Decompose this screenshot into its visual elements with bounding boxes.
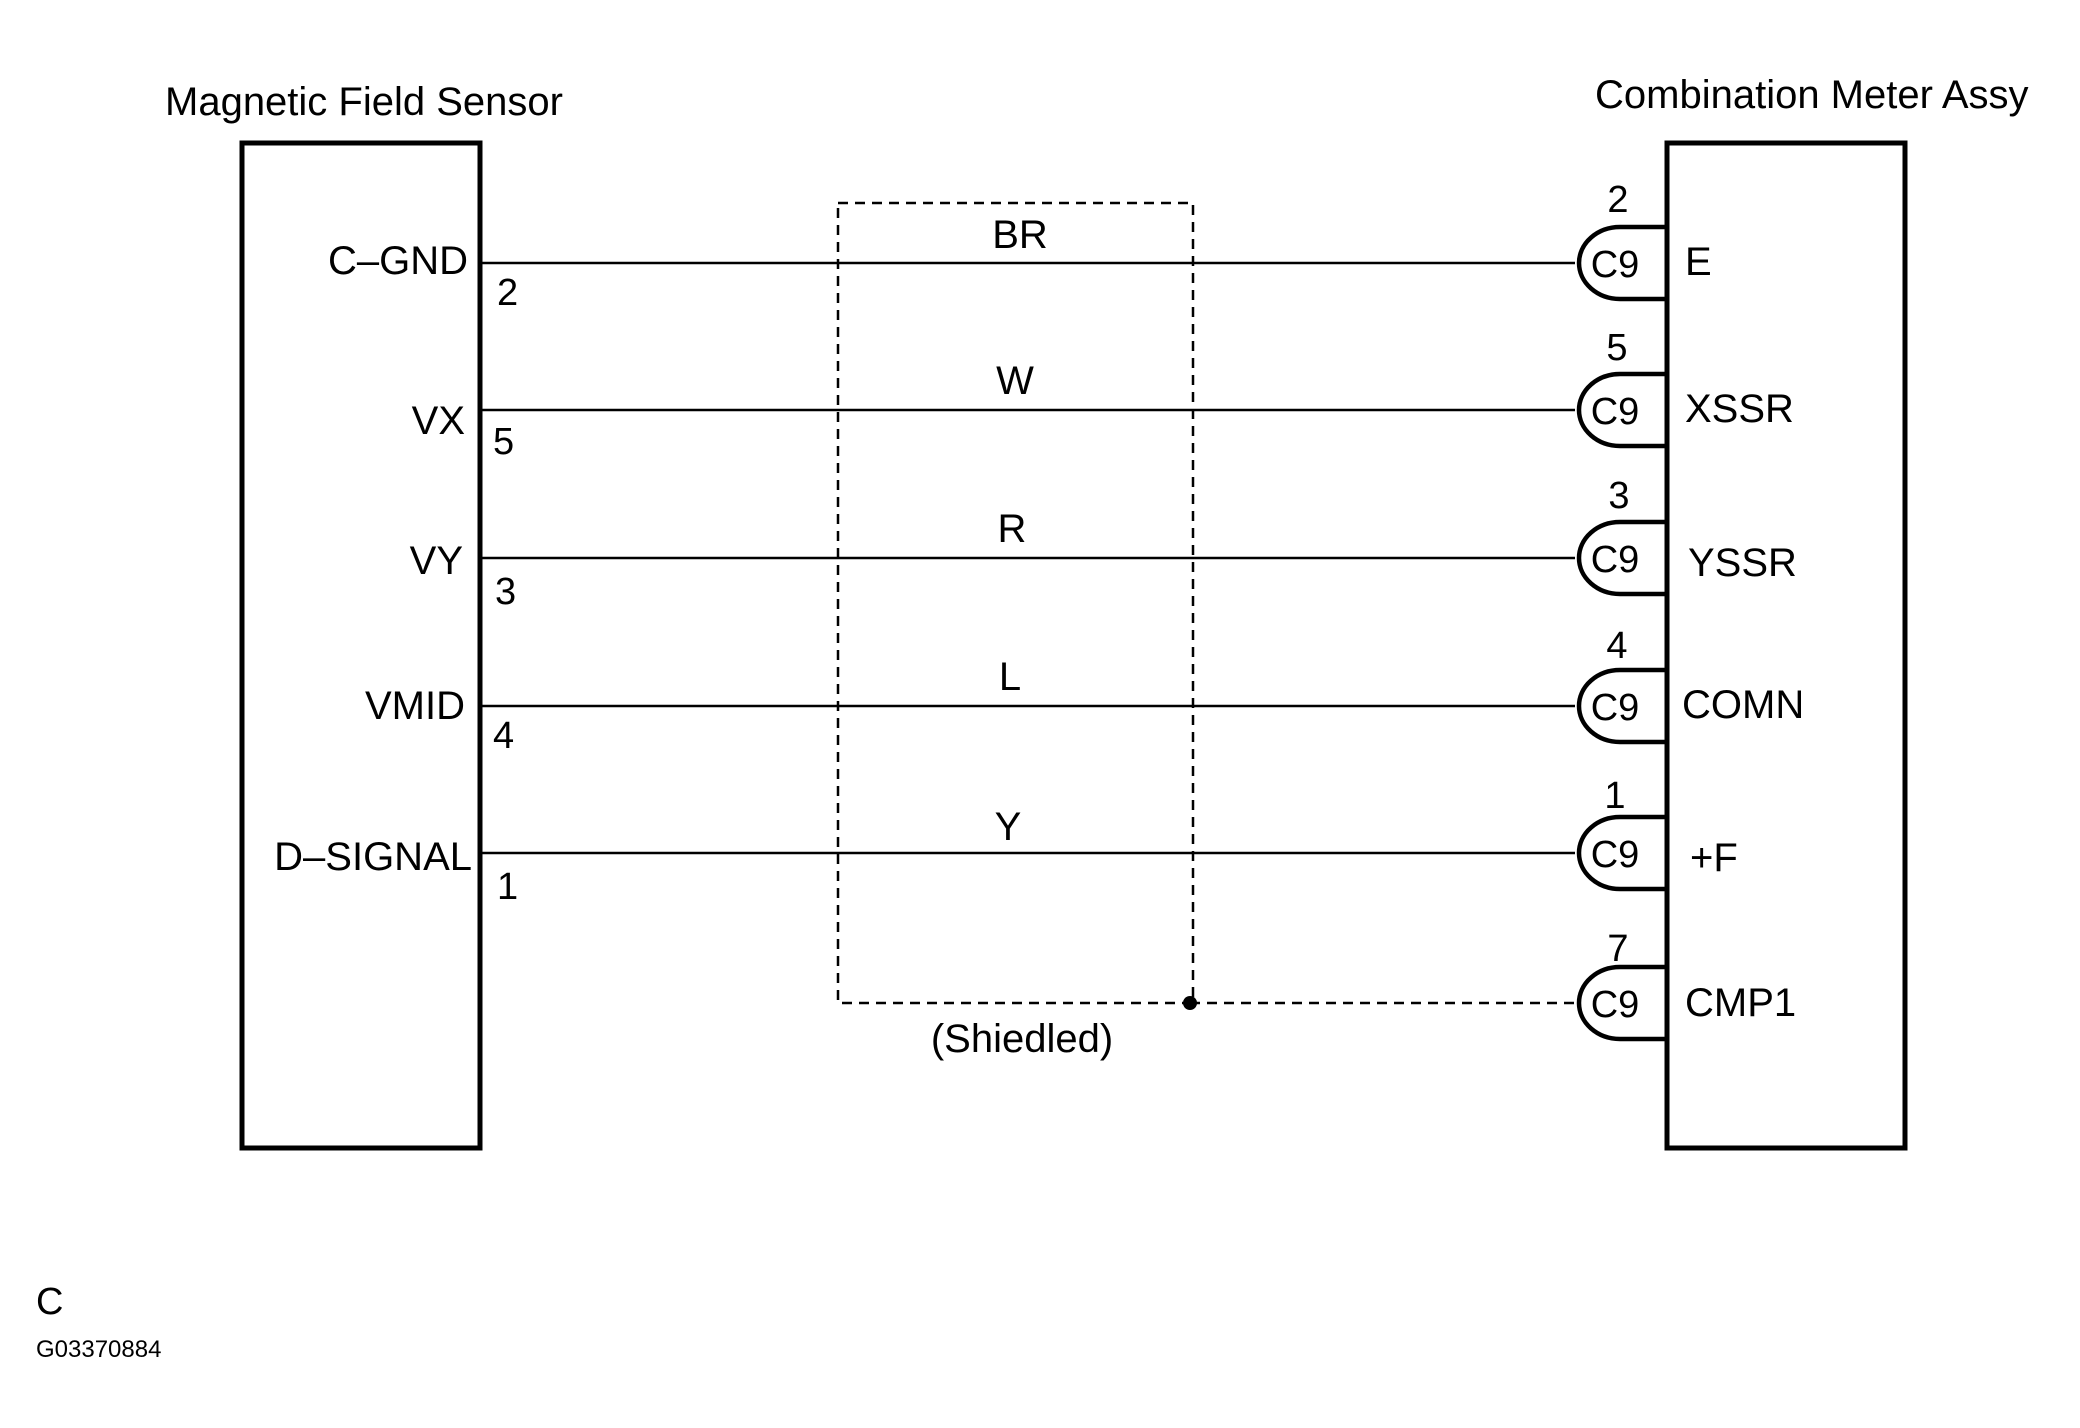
section-letter: C (36, 1281, 63, 1323)
shield-box (836, 201, 1195, 1005)
meter-pin-3: 3 (1608, 475, 1629, 517)
meter-title: Combination Meter Assy (1595, 73, 2029, 117)
shield-label: (Shiedled) (931, 1017, 1113, 1061)
wire-4-color: L (999, 655, 1021, 699)
meter-terminal-1-name: E (1685, 240, 1712, 284)
sensor-terminal-5-pin: 1 (497, 866, 518, 908)
connector-5-label: C9 (1591, 834, 1640, 876)
meter-terminal-4-name: COMN (1682, 683, 1804, 727)
sensor-terminal-1-name: C–GND (328, 239, 468, 283)
sensor-terminal-2-pin: 5 (493, 421, 514, 463)
wire-2-color: W (996, 359, 1034, 403)
wire-3-color: R (998, 507, 1027, 551)
connector-1: C9 2 E (1576, 179, 1712, 302)
connector-2: C9 5 XSSR (1576, 327, 1794, 449)
meter-pin-1: 2 (1607, 179, 1628, 221)
meter-terminal-3-name: YSSR (1688, 541, 1797, 585)
connector-4-label: C9 (1591, 687, 1640, 729)
meter-terminal-6-name: CMP1 (1685, 981, 1796, 1025)
connector-6: C9 7 CMP1 (1576, 928, 1796, 1042)
sensor-box (239, 140, 483, 1151)
wire-5-color: Y (995, 805, 1022, 849)
sensor-terminal-5-name: D–SIGNAL (274, 835, 472, 879)
meter-terminal-2-name: XSSR (1685, 387, 1794, 431)
meter-pin-4: 4 (1606, 625, 1627, 667)
connector-5: C9 1 +F (1576, 775, 1738, 892)
sensor-terminal-2-name: VX (412, 399, 465, 443)
shield-junction-dot (1183, 996, 1197, 1010)
sensor-terminal-1-pin: 2 (497, 272, 518, 314)
wire-1-color: BR (992, 213, 1048, 257)
meter-pin-5: 1 (1604, 775, 1625, 817)
connector-2-label: C9 (1591, 391, 1640, 433)
meter-box (1664, 140, 1908, 1151)
figure-id: G03370884 (36, 1336, 161, 1363)
connector-6-label: C9 (1591, 984, 1640, 1026)
connector-3-label: C9 (1591, 539, 1640, 581)
connector-3: C9 3 YSSR (1576, 475, 1797, 597)
connector-1-label: C9 (1591, 244, 1640, 286)
sensor-terminal-4-pin: 4 (493, 715, 514, 757)
sensor-terminal-4-name: VMID (365, 684, 465, 728)
meter-pin-2: 5 (1606, 327, 1627, 369)
meter-terminal-5-name: +F (1690, 836, 1738, 880)
sensor-title: Magnetic Field Sensor (165, 80, 563, 124)
connector-4: C9 4 COMN (1576, 625, 1804, 745)
meter-pin-6: 7 (1607, 928, 1628, 970)
sensor-terminal-3-pin: 3 (495, 571, 516, 613)
sensor-terminal-3-name: VY (410, 539, 463, 583)
